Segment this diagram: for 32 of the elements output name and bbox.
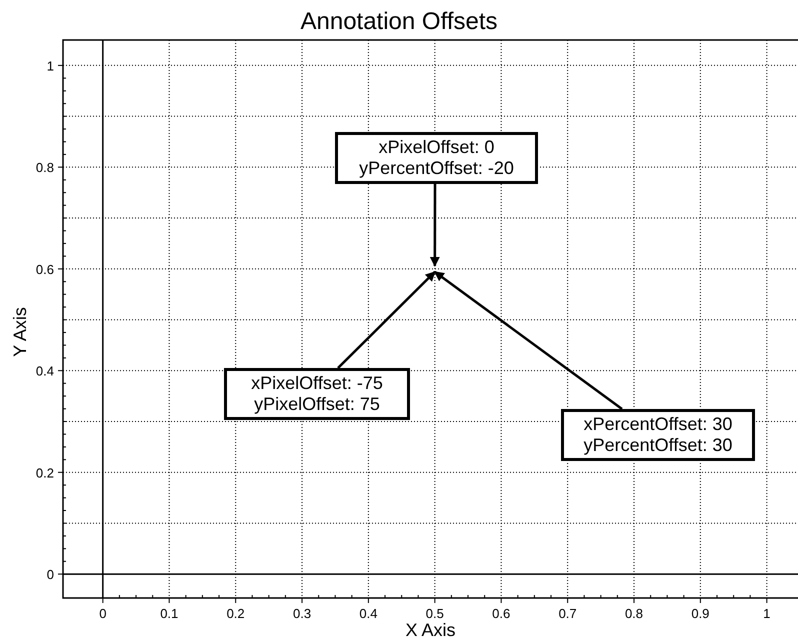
- chart-title: Annotation Offsets: [299, 8, 498, 36]
- annotation-box: [561, 409, 755, 461]
- y-tick-label: 0.6: [36, 262, 54, 277]
- leader-arrow: [337, 271, 436, 369]
- y-tick-label: 0.8: [36, 160, 54, 176]
- x-tick-label: 0.3: [292, 606, 312, 621]
- y-tick-label: 0.2: [36, 465, 54, 480]
- x-tick-label: 0: [99, 606, 106, 621]
- annotation-text: yPixelOffset: 75: [253, 394, 381, 415]
- y-tick-label: 0: [46, 567, 54, 582]
- annotation-box: [224, 368, 410, 420]
- annotation-text: yPercentOffset: -20: [358, 158, 515, 179]
- x-tick-label: 0.8: [624, 606, 644, 621]
- annotation-text: yPercentOffset: 30: [582, 435, 734, 456]
- x-tick-label: 0.4: [359, 606, 378, 621]
- annotation-text: xPixelOffset: -75: [250, 373, 384, 394]
- x-tick-label: 0.9: [691, 606, 710, 621]
- y-tick-label: 1: [46, 58, 54, 74]
- x-tick-label: 0.1: [160, 606, 178, 621]
- x-tick-label: 1: [763, 606, 770, 621]
- annotation-box: [335, 132, 538, 184]
- leader-arrow: [430, 184, 440, 267]
- x-tick-label: 0.7: [558, 606, 577, 621]
- y-tick-label: 0.4: [36, 364, 54, 379]
- x-tick-label: 0.6: [492, 606, 510, 621]
- y-axis-title: Y Axis: [10, 306, 30, 359]
- annotation-text: xPercentOffset: 30: [582, 414, 734, 435]
- x-tick-label: 0.2: [226, 606, 245, 621]
- leader-arrow: [434, 270, 623, 410]
- annotation-text: xPixelOffset: 0: [378, 137, 496, 158]
- x-axis-title: X Axis: [404, 620, 457, 640]
- x-tick-label: 0.5: [426, 606, 444, 621]
